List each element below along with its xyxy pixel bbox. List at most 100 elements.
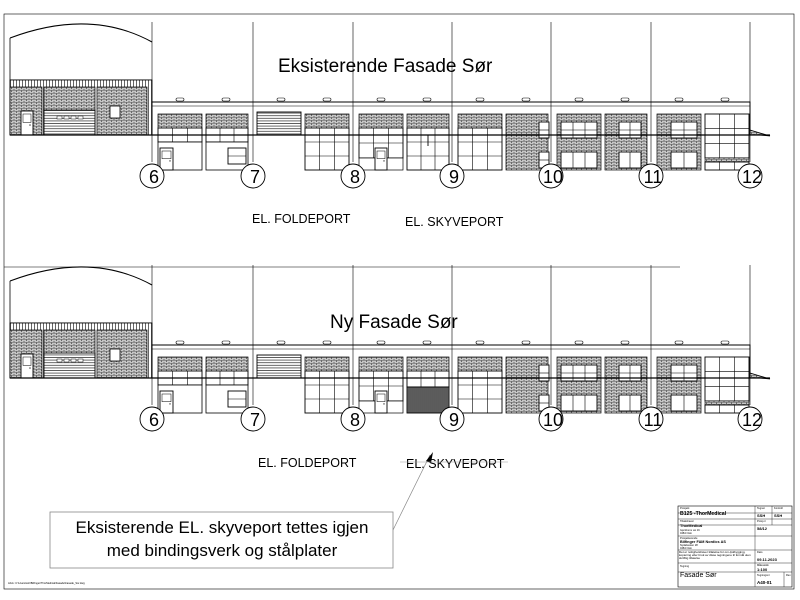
elevation-title-existing: Eksisterende Fasade Sør — [278, 56, 493, 77]
arched-roof — [9, 23, 153, 43]
arched-roof — [9, 266, 153, 286]
port-window — [70, 358, 77, 363]
port-window — [56, 115, 63, 120]
tb-checked: SSH — [774, 513, 782, 518]
door-glass — [161, 150, 172, 159]
grid-bubble — [139, 406, 165, 432]
folding-door — [256, 354, 302, 379]
vent-grille-icon — [175, 97, 185, 102]
closed-sliding-door — [406, 386, 450, 414]
grid-label: 7 — [250, 410, 260, 430]
grid-bubble — [340, 406, 366, 432]
brick-band — [406, 113, 450, 129]
door — [159, 147, 174, 171]
brick-band — [457, 113, 503, 129]
tb-scale-label: Målestokk — [757, 563, 769, 567]
grid-bubble — [737, 406, 763, 432]
tb-number-label: Tegningsnr — [757, 573, 770, 577]
tb-rev-label: Rev — [786, 573, 791, 577]
tb-company-label: Prosjekterende — [680, 536, 698, 540]
grid-bubble — [737, 163, 763, 189]
grid-bubble — [439, 163, 465, 189]
tb-company-addr1: Nydalsveien 28 — [680, 543, 698, 547]
vent-grille-icon — [620, 97, 630, 102]
vent-grille-icon — [276, 97, 286, 102]
vent-grille-icon — [422, 340, 432, 345]
label-foldeport-existing: EL. FOLDEPORT — [252, 212, 351, 226]
brick-band — [704, 400, 750, 406]
hall-port — [43, 352, 96, 379]
tb-drawing-label: Tegning — [680, 564, 690, 568]
port-window — [70, 115, 77, 120]
tb-note: Det er rettighetshaver tillatelse for om… — [679, 550, 751, 561]
window — [457, 127, 503, 171]
tb-client: ThorMedical — [680, 524, 702, 528]
door — [374, 390, 388, 414]
grid-bubble — [240, 163, 266, 189]
tb-company-addr2: 0484 Oslo — [680, 546, 692, 550]
vent-grille-icon — [422, 97, 432, 102]
brick-band — [304, 356, 350, 372]
grid-bubble — [340, 163, 366, 189]
window — [704, 356, 750, 402]
brick-band — [704, 157, 750, 163]
window — [560, 394, 598, 412]
tb-date-label: Dato — [757, 550, 763, 554]
door-glass — [22, 356, 32, 366]
brick-band — [157, 113, 203, 129]
brick-band — [157, 356, 203, 372]
tb-date: 09.11.2023 — [757, 557, 778, 562]
hall-port — [43, 109, 96, 136]
tb-projno-label: Prosj.nr — [757, 519, 766, 523]
leader-arrow-icon — [426, 452, 433, 463]
window — [704, 113, 750, 159]
port-window — [63, 358, 70, 363]
tb-checked-label: Kontroll — [774, 506, 783, 510]
vent-grille-icon — [574, 340, 584, 345]
callout-box — [49, 511, 394, 569]
sheet-border — [3, 13, 795, 590]
folding-door — [256, 111, 302, 136]
tb-drawn-label: Tegnet — [757, 506, 765, 510]
window — [304, 127, 350, 171]
window — [560, 151, 598, 169]
tb-client-addr2: 0484 Oslo — [680, 531, 692, 535]
grid-label: 8 — [350, 410, 360, 430]
label-foldeport-new: EL. FOLDEPORT — [258, 456, 357, 470]
grid-label: 9 — [449, 167, 459, 187]
tb-company: Bilfinger FAM Nordics AS — [680, 540, 726, 544]
window — [406, 370, 450, 388]
port-window — [77, 358, 84, 363]
grid-label: 6 — [149, 167, 159, 187]
grid-label: 12 — [742, 410, 762, 430]
tb-project: B125 -ThorMedical — [680, 511, 727, 517]
grid-bubble — [638, 163, 664, 189]
grid-label: 8 — [350, 167, 360, 187]
port-window — [77, 115, 84, 120]
tb-client-label: Tiltakshaver — [680, 519, 694, 523]
grid-label: 9 — [449, 410, 459, 430]
grid-label: 7 — [250, 167, 260, 187]
vent-grille-icon — [521, 97, 531, 102]
brick-band — [406, 356, 450, 372]
brick-band — [358, 113, 404, 129]
window — [304, 370, 350, 414]
vent-grille-icon — [574, 97, 584, 102]
door-glass — [376, 393, 386, 402]
grid-bubble — [240, 406, 266, 432]
vent-grille-icon — [322, 340, 332, 345]
tb-projno: 58/12 — [757, 526, 768, 531]
grid-bubble — [139, 163, 165, 189]
vent-grille-icon — [720, 97, 730, 102]
label-skyveport-existing: EL. SKYVEPORT — [405, 215, 504, 229]
grid-bubble — [439, 406, 465, 432]
tb-project-label: Prosjekt — [680, 506, 690, 510]
vent-grille-icon — [620, 340, 630, 345]
tb-client-addr1: Gjerdrums vei 16 — [680, 528, 700, 532]
port-window — [63, 115, 70, 120]
callout-leader — [392, 454, 431, 531]
vent-grille-icon — [674, 340, 684, 345]
